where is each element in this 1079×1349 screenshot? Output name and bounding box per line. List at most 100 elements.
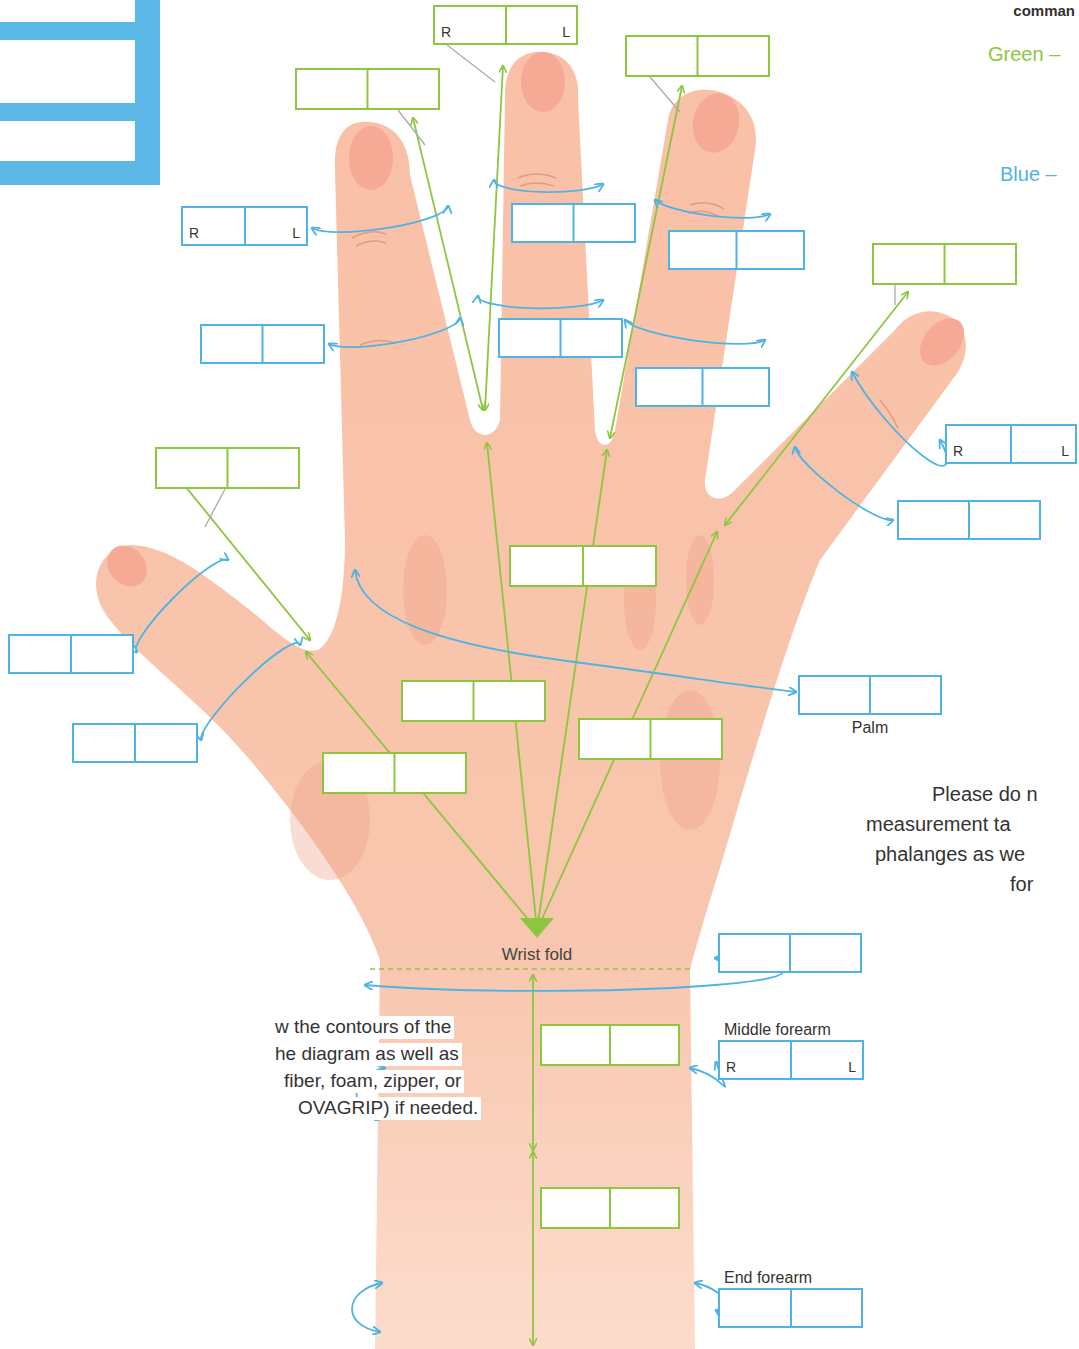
measure-box [73, 723, 197, 763]
box-divider [227, 447, 229, 489]
measure-box-outline [156, 448, 299, 488]
leader-line [650, 77, 680, 112]
circumference-arc [852, 372, 947, 466]
logo-block [0, 0, 160, 185]
box-divider [736, 230, 738, 270]
measure-box-outline [9, 635, 133, 673]
circumference-arc [329, 318, 460, 347]
instruction-note: he diagram as well as [272, 1043, 462, 1066]
length-arrow [537, 450, 607, 930]
measure-box [579, 718, 722, 760]
side-marker: L [1061, 444, 1069, 459]
measure-box-outline [541, 1025, 679, 1065]
nail [349, 126, 393, 190]
instruction-note: measurement ta [866, 812, 1011, 836]
box-divider [134, 723, 136, 763]
box-divider [790, 1042, 792, 1078]
box-divider [702, 367, 704, 407]
box-divider [789, 933, 791, 973]
measurement-box: End forearm [718, 1288, 863, 1328]
measurement-box: Middle forearmRL [718, 1040, 864, 1080]
palm-shading [290, 535, 720, 880]
measure-box [402, 680, 545, 722]
circumference-arc [136, 559, 228, 652]
side-marker: L [848, 1060, 856, 1075]
crease [518, 174, 556, 186]
measure-box-outline [201, 325, 324, 363]
circumference-arc [795, 447, 893, 520]
box-divider [560, 318, 562, 358]
measure-box-outline [499, 319, 622, 357]
box-divider [944, 243, 946, 285]
box-heading: End forearm [724, 1269, 812, 1287]
side-marker: R [189, 226, 199, 241]
measure-box-outline [719, 934, 861, 972]
box-divider [1010, 426, 1012, 462]
measure-box [9, 634, 133, 674]
logo-bar [0, 0, 135, 22]
leader-line [398, 110, 425, 145]
measure-box [626, 35, 769, 77]
measure-box-outline [873, 244, 1016, 284]
side-marker: R [953, 444, 963, 459]
measure-box [636, 367, 769, 407]
box-heading: Middle forearm [724, 1021, 831, 1039]
circumference-arc [352, 1283, 382, 1332]
measure-box [541, 1024, 679, 1066]
length-arrow [413, 118, 483, 410]
legend-note: Blue – [1000, 162, 1057, 186]
box-divider [367, 68, 369, 110]
box-divider [697, 35, 699, 77]
measurement-box: Palm [798, 675, 942, 715]
legend-note: Green – [988, 42, 1060, 66]
nails [99, 52, 973, 594]
logo-bar [0, 121, 135, 161]
measure-box-outline [510, 546, 656, 586]
box-divider [70, 634, 72, 674]
side-marker: L [292, 226, 300, 241]
nail [687, 89, 744, 157]
nail [521, 52, 565, 112]
palm-shade [403, 535, 447, 645]
box-divider [609, 1024, 611, 1066]
box-divider [582, 545, 584, 587]
measure-box [719, 933, 861, 973]
measure-boxes [9, 35, 1040, 1229]
measure-box [510, 545, 656, 587]
measure-box-outline [669, 231, 804, 269]
box-divider [262, 324, 264, 364]
measure-box-outline [898, 501, 1040, 539]
creases [352, 174, 898, 428]
measure-box [296, 68, 439, 110]
length-arrow [168, 465, 310, 640]
measure-box [669, 230, 804, 270]
box-divider [244, 208, 246, 244]
measure-box-outline [323, 753, 466, 793]
wrist-fold-line [370, 968, 690, 970]
measure-box-outline [636, 368, 769, 406]
nail [99, 538, 155, 595]
measure-box-outline [73, 724, 197, 762]
side-marker: L [562, 25, 570, 40]
measure-box [873, 243, 1016, 285]
length-arrow [485, 66, 503, 410]
leader-line [205, 489, 225, 527]
box-divider [573, 203, 575, 243]
box-divider [968, 500, 970, 540]
nail [911, 310, 973, 375]
instruction-note: w the contours of the [272, 1016, 454, 1039]
instruction-note: phalanges as we [875, 842, 1025, 866]
instruction-note: for [1010, 872, 1033, 896]
box-divider [609, 1187, 611, 1229]
instruction-note: fiber, foam, zipper, or [281, 1070, 464, 1093]
measure-box [323, 752, 466, 794]
box-divider [394, 752, 396, 794]
circumference-arc [355, 570, 796, 692]
box-divider [869, 677, 871, 713]
measure-box [499, 318, 622, 358]
measure-box-outline [296, 69, 439, 109]
measurement-box: RL [433, 5, 578, 45]
crease [352, 232, 386, 246]
leader-line [894, 285, 895, 305]
